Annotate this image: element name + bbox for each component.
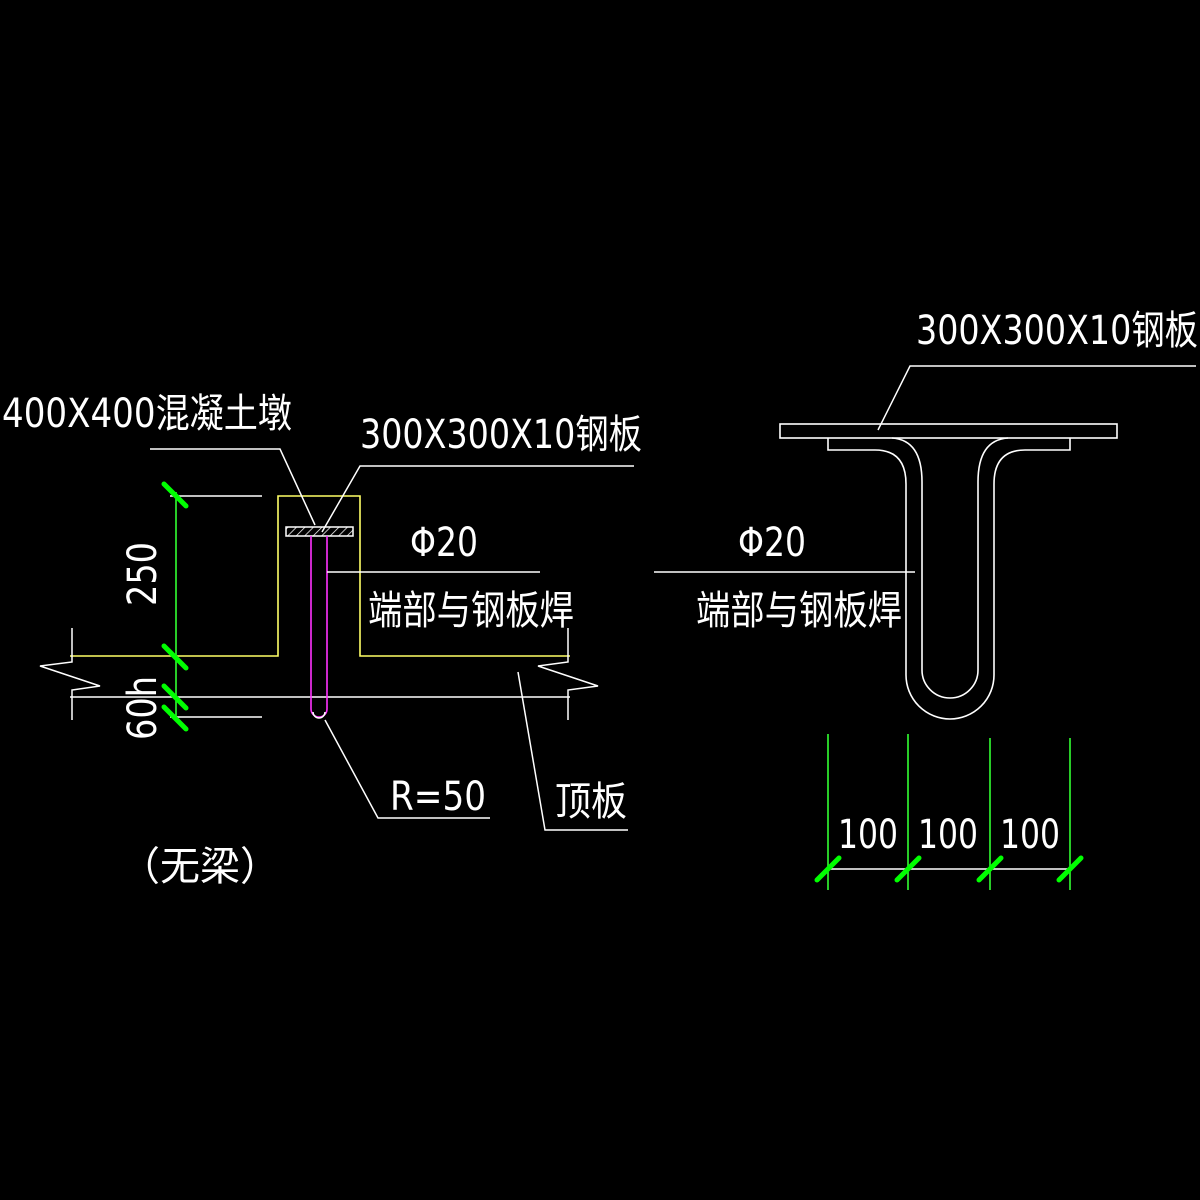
rebar-size-right: Φ20 [738,520,806,566]
dim-label-2: 100 [918,812,978,858]
dim-tick [1056,855,1084,883]
break-mark-right [537,628,599,720]
anchor-bar [827,437,1071,720]
dim-ticks-left [161,481,189,732]
no-beam-caption: （无梁） [120,844,280,890]
pier-leader [150,448,316,526]
plate-label-right: 300X300X10钢板 [916,308,1198,354]
anchor-bar-inner [891,437,1009,699]
roof-leader [517,671,628,831]
roof-label: 顶板 [555,779,627,825]
leaders-left [150,448,634,831]
pier-label: 400X400混凝土墩 [2,391,292,437]
rebar-note-left: 端部与钢板焊 [368,588,574,634]
dim-height-label: 250 [120,542,166,606]
break-mark-left [39,628,101,720]
dim-tick [161,481,189,509]
anchor-bar-outer [827,438,1071,720]
radius-label: R=50 [390,774,486,820]
rebar-size-left: Φ20 [410,520,478,566]
dim-tick [894,855,922,883]
dim-tick [161,683,189,711]
rebar [310,536,328,718]
leaders-right [654,365,1196,573]
right-detail: 300X300X10钢板 Φ20 端部与钢板焊 100 100 100 [654,308,1198,890]
dim-label-3: 100 [1000,812,1060,858]
dim-slab-label: 60h [120,676,166,740]
dim-ext-lines-right [827,734,1071,890]
steel-plate [285,526,354,537]
rebar-note-right: 端部与钢板焊 [696,588,902,634]
rebar-tip [312,711,326,719]
dim-label-1: 100 [838,812,898,858]
left-detail: 400X400混凝土墩 300X300X10钢板 Φ20 端部与钢板焊 R=50… [2,391,642,890]
plate-label-left: 300X300X10钢板 [360,412,642,458]
dim-tick [161,704,189,732]
dim-tick [161,643,189,671]
dim-tick [814,855,842,883]
radius-leader [324,719,490,819]
pier-outline [70,495,570,657]
dim-tick [976,855,1004,883]
plate-leader-right [877,365,1196,431]
steel-plate-right [779,423,1118,439]
plate-leader [321,465,634,533]
dim-ticks-right [814,855,1084,883]
